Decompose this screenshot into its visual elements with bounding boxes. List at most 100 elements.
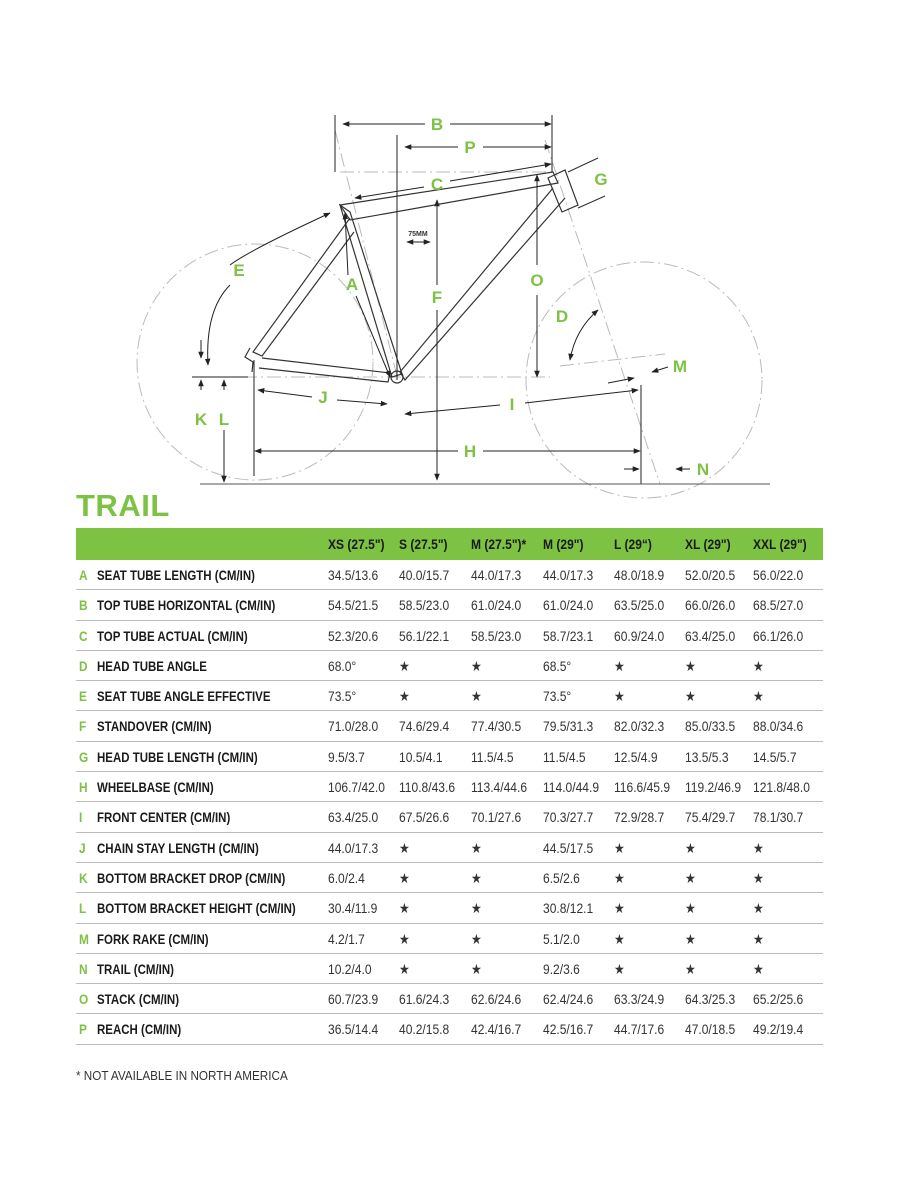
row-label: TRAIL (CM/IN)	[97, 960, 174, 977]
table-cell: 56.0/22.0	[753, 567, 804, 583]
star-icon: ★	[614, 930, 625, 947]
star-icon: ★	[399, 960, 410, 977]
row-label: REACH (CM/IN)	[97, 1021, 182, 1038]
star-icon: ★	[614, 900, 625, 917]
table-cell: 12.5/4.9	[614, 748, 658, 765]
table-cell: 82.0/32.3	[614, 718, 665, 735]
table-cell: 48.0/18.9	[614, 567, 665, 583]
row-label: BOTTOM BRACKET DROP (CM/IN)	[97, 869, 286, 886]
row-letter: G	[79, 748, 89, 765]
front-wheel	[525, 261, 763, 499]
column-header: XS (27.5")	[328, 536, 385, 552]
table-cell: 49.2/19.4	[753, 1021, 804, 1038]
label-p: P	[464, 138, 475, 157]
table-cell: 63.3/24.9	[614, 991, 665, 1008]
star-icon: ★	[685, 900, 696, 917]
table-cell: 63.4/25.0	[685, 627, 736, 644]
column-header: XXL (29")	[753, 536, 807, 552]
row-letter: B	[79, 597, 88, 614]
star-icon: ★	[753, 930, 764, 947]
label-j: J	[318, 388, 327, 407]
table-cell: 14.5/5.7	[753, 748, 797, 765]
table-cell: 121.8/48.0	[753, 779, 810, 796]
row-letter: M	[79, 930, 89, 947]
star-icon: ★	[471, 930, 482, 947]
table-cell: 30.4/11.9	[328, 900, 378, 917]
label-a: A	[346, 275, 358, 294]
star-icon: ★	[685, 930, 696, 947]
table-cell: 47.0/18.5	[685, 1021, 736, 1038]
column-header: M (27.5")*	[471, 536, 527, 552]
table-cell: 10.2/4.0	[328, 960, 372, 977]
table-cell: 66.1/26.0	[753, 627, 804, 644]
star-icon: ★	[471, 900, 482, 917]
star-icon: ★	[471, 839, 482, 856]
table-cell: 44.0/17.3	[543, 567, 594, 583]
label-b: B	[431, 115, 443, 134]
table-cell: 6.5/2.6	[543, 869, 580, 886]
star-icon: ★	[753, 960, 764, 977]
table-cell: 52.0/20.5	[685, 567, 736, 583]
row-letter: P	[79, 1021, 87, 1038]
row-letter: E	[79, 688, 87, 705]
star-icon: ★	[471, 688, 482, 705]
frame	[244, 157, 606, 384]
table-cell: 56.1/22.1	[399, 627, 450, 644]
row-label: STACK (CM/IN)	[97, 991, 180, 1008]
table-cell: 58.5/23.0	[471, 627, 522, 644]
table-cell: 65.2/25.6	[753, 991, 804, 1008]
row-label: WHEELBASE (CM/IN)	[97, 779, 214, 796]
star-icon: ★	[399, 900, 410, 917]
star-icon: ★	[685, 657, 696, 674]
star-icon: ★	[685, 839, 696, 856]
star-icon: ★	[399, 839, 410, 856]
table-cell: 11.5/4.5	[543, 748, 586, 765]
table-cell: 62.6/24.6	[471, 991, 522, 1008]
bike-geometry-diagram: B P C G 75MM E A F O D M J I K L H N	[136, 115, 770, 499]
table-cell: 67.5/26.6	[399, 809, 450, 826]
table-cell: 60.7/23.9	[328, 991, 379, 1008]
row-label: HEAD TUBE ANGLE	[97, 657, 207, 674]
star-icon: ★	[614, 960, 625, 977]
row-label: STANDOVER (CM/IN)	[97, 718, 212, 735]
table-cell: 6.0/2.4	[328, 869, 365, 886]
geometry-table: XS (27.5")S (27.5")M (27.5")*M (29")L (2…	[76, 528, 823, 1045]
table-cell: 68.5/27.0	[753, 597, 804, 614]
table-cell: 44.0/17.3	[471, 567, 522, 583]
footnote: * NOT AVAILABLE IN NORTH AMERICA	[76, 1068, 288, 1083]
table-cell: 40.0/15.7	[399, 567, 450, 583]
table-cell: 9.5/3.7	[328, 748, 365, 765]
row-label: TOP TUBE ACTUAL (CM/IN)	[97, 627, 248, 644]
star-icon: ★	[753, 839, 764, 856]
table-cell: 68.5°	[543, 657, 572, 674]
label-m: M	[673, 357, 687, 376]
table-cell: 78.1/30.7	[753, 809, 804, 826]
table-cell: 11.5/4.5	[471, 748, 514, 765]
label-g: G	[594, 170, 607, 189]
table-cell: 36.5/14.4	[328, 1021, 379, 1038]
row-letter: I	[79, 809, 83, 826]
offset-note: 75MM	[408, 231, 428, 238]
table-cell: 44.5/17.5	[543, 839, 594, 856]
table-cell: 113.4/44.6	[471, 779, 528, 796]
row-label: FORK RAKE (CM/IN)	[97, 930, 209, 947]
table-cell: 52.3/20.6	[328, 627, 379, 644]
table-cell: 60.9/24.0	[614, 627, 665, 644]
table-cell: 72.9/28.7	[614, 809, 665, 826]
table-cell: 44.0/17.3	[328, 839, 379, 856]
table-cell: 106.7/42.0	[328, 779, 385, 796]
table-cell: 68.0°	[328, 657, 357, 674]
table-cell: 5.1/2.0	[543, 930, 580, 947]
table-cell: 9.2/3.6	[543, 960, 580, 977]
row-letter: F	[79, 718, 87, 735]
star-icon: ★	[399, 688, 410, 705]
table-header: XS (27.5")S (27.5")M (27.5")*M (29")L (2…	[76, 528, 823, 560]
